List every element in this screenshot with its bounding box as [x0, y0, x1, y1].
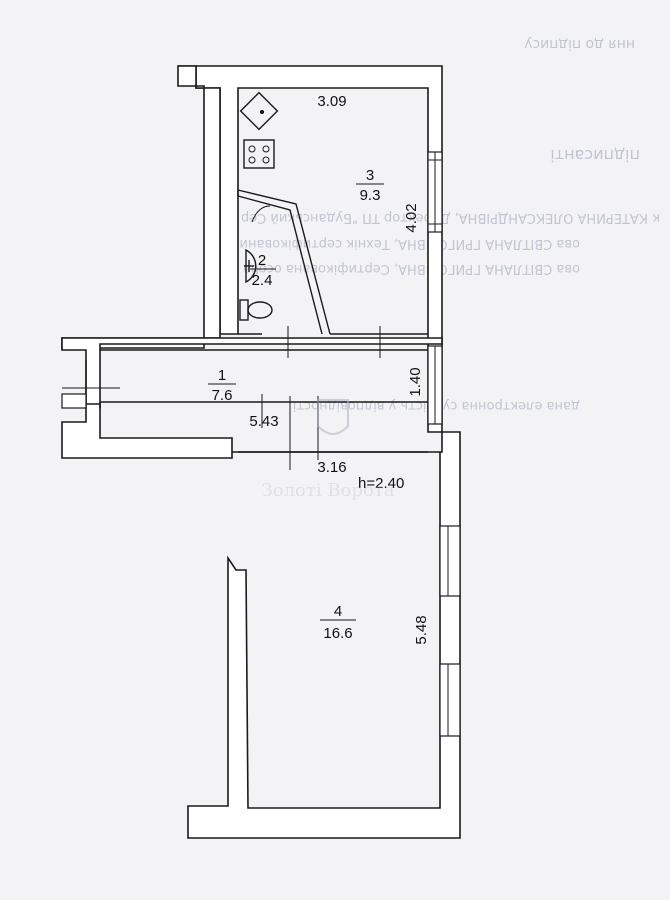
background-text: ння до підпису підписанті к КАТЕРИНА ОЛЕ…: [231, 36, 660, 413]
wall-corridor-bottom: [61, 403, 233, 459]
door-swing-icon: [251, 205, 271, 223]
dim-room3-width: 3.09: [317, 93, 346, 110]
room-number: 2: [258, 252, 266, 269]
watermark-shield-icon: [317, 399, 349, 435]
stove-icon: [239, 91, 279, 131]
window-room-4-lower: [439, 663, 461, 737]
toilet-icon: [239, 299, 273, 321]
room-2-label: 2 2.4: [250, 252, 276, 289]
wall-left-upper: [61, 65, 221, 349]
watermark-text: Золоті Ворота: [262, 480, 395, 501]
room-number: 3: [366, 167, 374, 184]
dim-room4-length: 5.48: [413, 615, 430, 644]
dim-room3-length: 4.02: [403, 203, 420, 232]
windows: [427, 151, 461, 737]
dim-room1-width: 1.40: [407, 367, 424, 396]
entry-door-panel: [61, 393, 87, 409]
dimension-labels: 3.09 4.02 5.43 1.40 3.16 5.48 h=2.40: [249, 93, 430, 645]
walls: [61, 65, 461, 839]
room-area: 16.6: [323, 625, 352, 642]
window-room-4-upper: [439, 525, 461, 597]
bg-line-2: ова СВІТЛАНА ГРИГОРІВНА, Технік сертифік…: [231, 236, 580, 251]
room-1-label: 1 7.6: [208, 367, 236, 404]
room-number: 1: [218, 367, 226, 384]
room-labels: 3 9.3 2 2.4 1 7.6 4 16.6: [208, 167, 384, 642]
room-area: 9.3: [360, 187, 381, 204]
bg-line-3: ова СВІТЛАНА ГРИГОРІВНА, Сертифікована о…: [243, 261, 580, 276]
bg-heading: підписанті: [550, 146, 640, 165]
fixtures: [239, 91, 279, 321]
sink-icon: [244, 248, 257, 284]
ceiling-height: h=2.40: [358, 475, 404, 492]
room-4-label: 4 16.6: [320, 603, 356, 642]
dim-room4-width: 3.16: [317, 459, 346, 476]
room-area: 7.6: [212, 387, 233, 404]
bg-line-top: ння до підпису: [524, 36, 635, 52]
bg-line-1: к КАТЕРИНА ОЛЕКСАНДРІВНА, Директор ТП "Б…: [241, 210, 660, 225]
cooktop-icon: [243, 139, 275, 169]
watermark: Золоті Ворота: [262, 399, 395, 501]
dim-room1-length: 5.43: [249, 413, 278, 430]
room-number: 4: [334, 603, 342, 620]
room-area: 2.4: [252, 272, 273, 289]
interior-lines: [61, 189, 428, 470]
wall-bottom-block: [187, 431, 461, 839]
room-3-label: 3 9.3: [356, 167, 384, 204]
